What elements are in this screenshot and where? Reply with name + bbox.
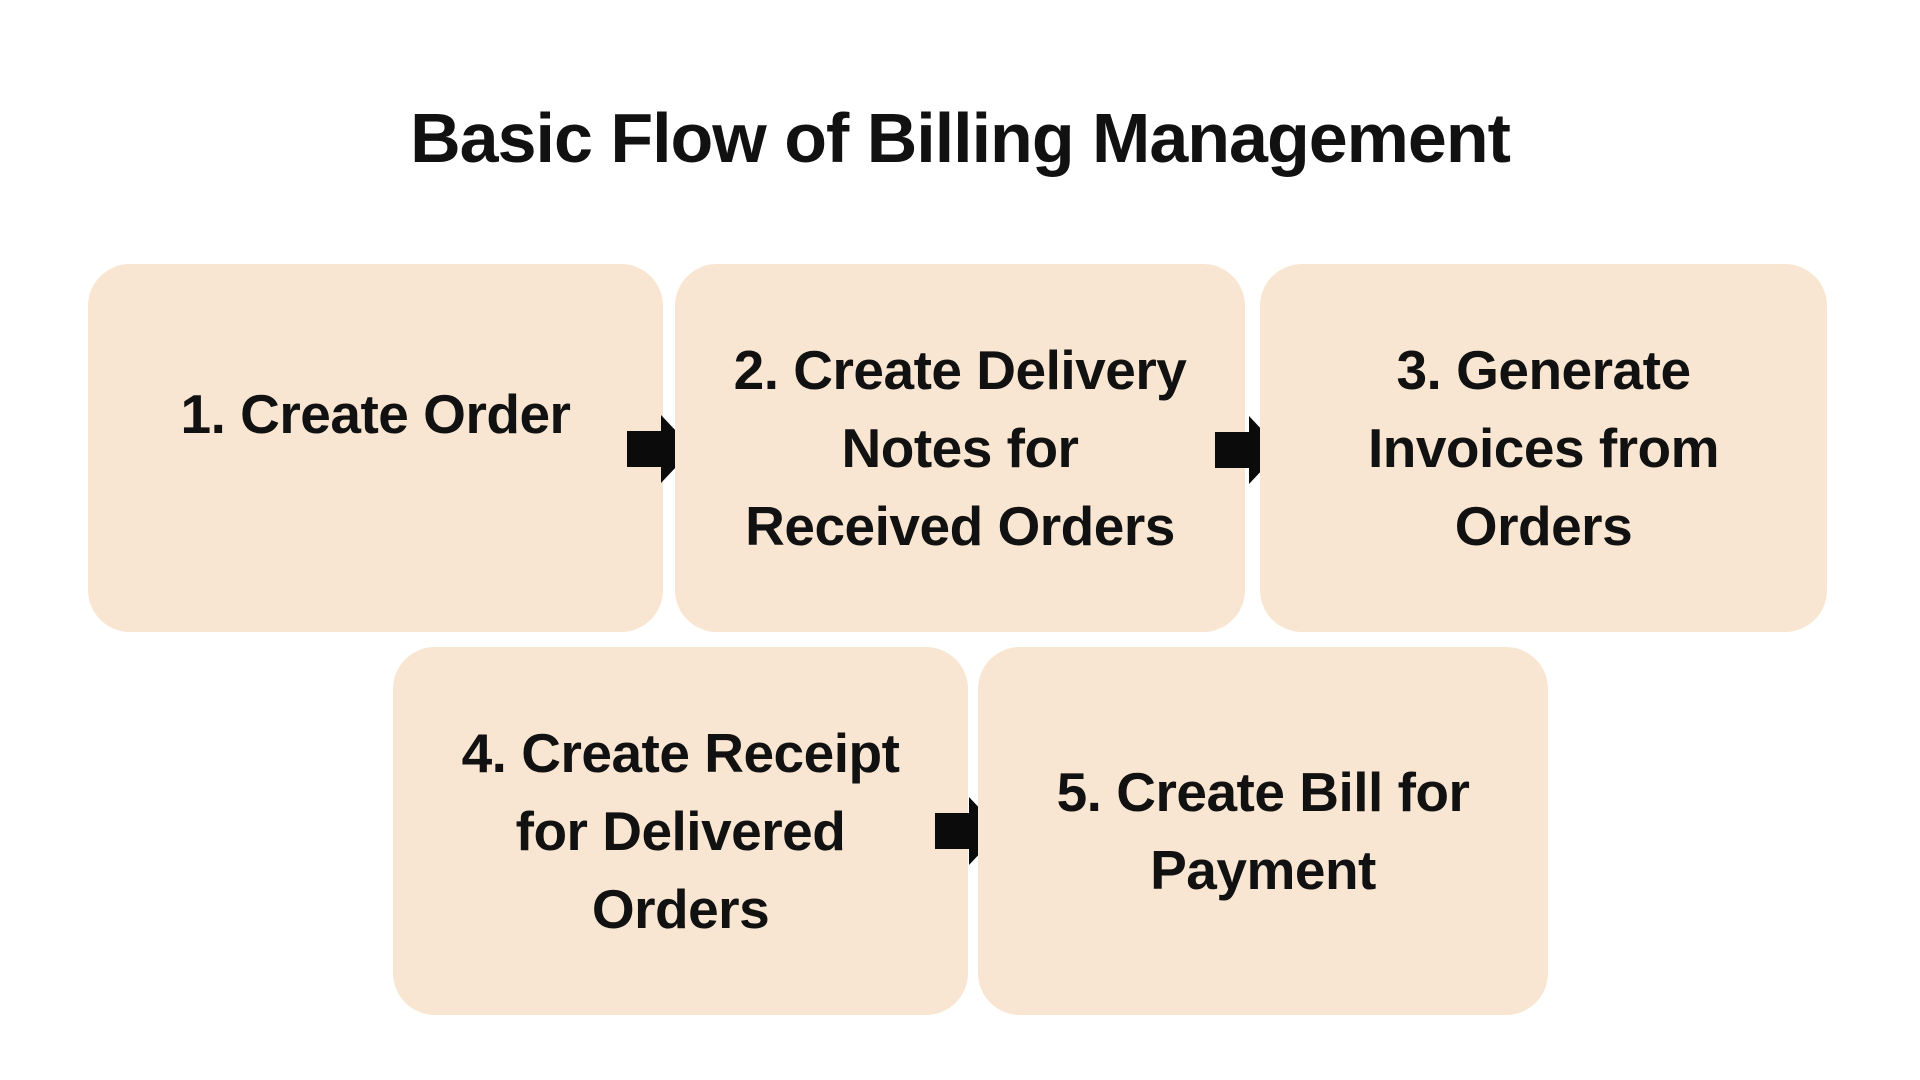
diagram-title: Basic Flow of Billing Management	[410, 99, 1511, 177]
flow-step-1: 1. Create Order	[88, 264, 663, 632]
flow-step-1-label: 1. Create Order	[180, 382, 571, 445]
